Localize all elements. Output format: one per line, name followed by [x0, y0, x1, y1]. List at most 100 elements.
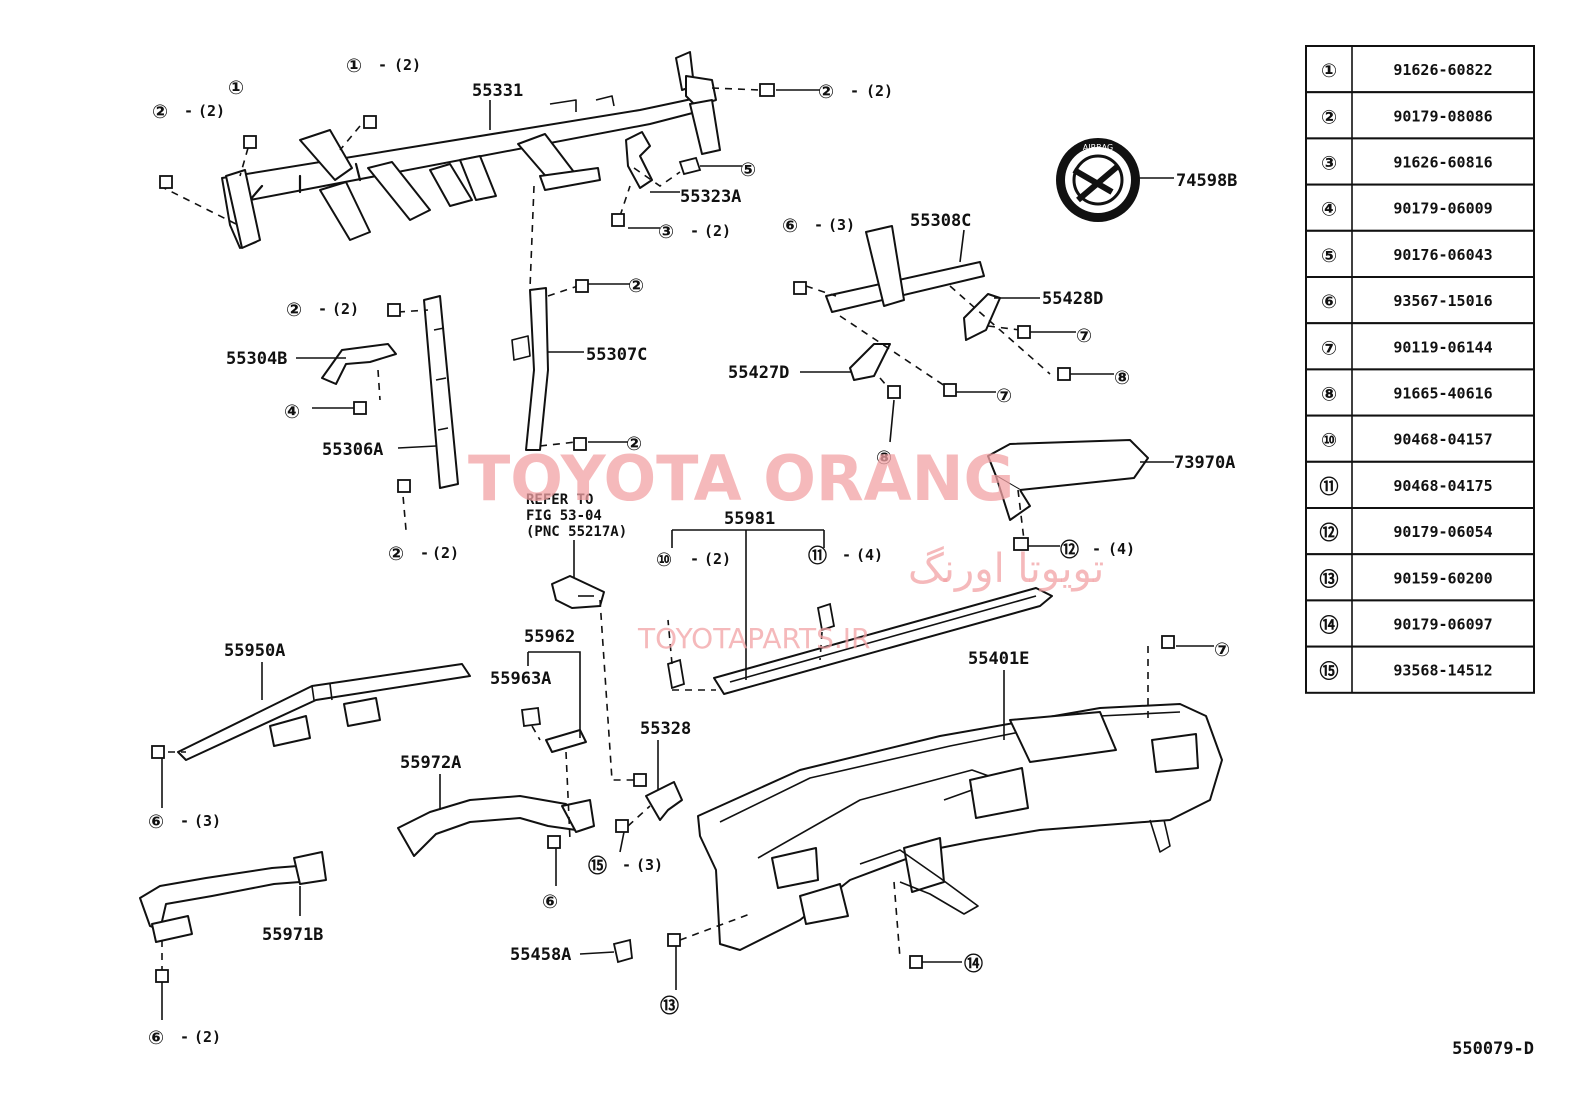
svg-text:⑭: ⑭: [964, 952, 983, 975]
duct-55971B[interactable]: [139, 851, 327, 943]
label-55981: 55981: [724, 509, 775, 529]
brace-55307C[interactable]: [511, 287, 549, 451]
label-55308C: 55308C: [910, 211, 971, 231]
bracket-55428D[interactable]: [963, 293, 1001, 341]
leader-lines: [161, 89, 1214, 1020]
legend-part-number: 90179-08086: [1393, 107, 1492, 125]
legend-cell: [1305, 322, 1535, 371]
svg-text:-: -: [690, 550, 699, 568]
svg-text:⑮: ⑮: [588, 854, 607, 877]
legend-key: ⑩: [1321, 430, 1337, 452]
svg-text:(2): (2): [704, 550, 731, 568]
brace-55306A[interactable]: [423, 295, 459, 489]
callout-7-b: ⑦: [996, 385, 1012, 407]
clip-55963A[interactable]: [520, 706, 542, 728]
label-55962: 55962: [524, 627, 575, 647]
reference-note: REFER TO FIG 53-04 (PNC 55217A): [526, 492, 627, 540]
callout-1: ①: [228, 77, 244, 99]
legend-key: ③: [1321, 153, 1337, 175]
callout-13: ⑬: [660, 994, 679, 1017]
brace-55308C[interactable]: [825, 225, 985, 313]
callout-2-qty2-right: ②-(2): [818, 81, 893, 103]
legend-row: ⑭ 90179-06097: [1305, 599, 1535, 648]
svg-text:-: -: [420, 544, 429, 562]
svg-text:⑤: ⑤: [740, 159, 756, 181]
label-55428D: 55428D: [1042, 289, 1103, 309]
legend-cell: [1305, 91, 1535, 140]
legend-part-number: 90176-06043: [1393, 246, 1492, 264]
svg-text:-: -: [1092, 540, 1101, 558]
legend-cell: [1305, 645, 1535, 694]
vent-55217A[interactable]: [551, 575, 605, 609]
callout-6-qty2: ⑥-(2): [148, 1027, 221, 1049]
callout-6-mid: ⑥: [542, 891, 558, 913]
svg-text:⑥: ⑥: [542, 891, 558, 913]
legend-cell: [1305, 137, 1535, 186]
svg-text:②: ②: [286, 299, 302, 321]
airbag-door-73970A[interactable]: [987, 439, 1149, 521]
legend-cell: [1305, 553, 1535, 602]
legend-key: ①: [1321, 60, 1337, 82]
svg-text:⑧: ⑧: [1114, 367, 1130, 389]
label-55972A: 55972A: [400, 753, 461, 773]
svg-text:(4): (4): [856, 546, 883, 564]
note-line-3: (PNC 55217A): [526, 524, 627, 540]
legend-cell: [1305, 183, 1535, 232]
legend-cell: [1305, 229, 1535, 279]
svg-text:-: -: [318, 300, 327, 318]
legend-part-number: 90468-04175: [1393, 477, 1492, 495]
svg-text:(3): (3): [636, 856, 663, 874]
bracket-55323A[interactable]: [625, 131, 702, 189]
legend-key: ⑭: [1319, 614, 1338, 637]
clip-55962[interactable]: [545, 729, 587, 753]
callout-11-qty4: ⑪-(4): [808, 544, 883, 567]
callout-7-c: ⑦: [1214, 639, 1230, 661]
callout-3-qty2: ③-(2): [658, 221, 731, 243]
legend-part-number: 91665-40616: [1393, 385, 1492, 403]
label-55306A: 55306A: [322, 440, 383, 460]
brace-55304B[interactable]: [321, 343, 397, 385]
duct-55972A[interactable]: [397, 795, 595, 857]
callout-4: ④: [284, 401, 300, 423]
note-line-1: REFER TO: [526, 492, 593, 508]
diagram-code: 550079-D: [1452, 1039, 1534, 1059]
svg-text:-: -: [622, 856, 631, 874]
molding-55981[interactable]: [666, 587, 1053, 695]
svg-text:②: ②: [388, 543, 404, 565]
svg-text:-: -: [184, 102, 193, 120]
legend-part-number: 90179-06097: [1393, 616, 1492, 634]
callout-14: ⑭: [964, 952, 983, 975]
bracket-55427D[interactable]: [849, 343, 891, 381]
svg-text:⑦: ⑦: [996, 385, 1012, 407]
watermark-site: TOYOTAPARTS.IR: [637, 622, 870, 655]
label-55950A: 55950A: [224, 641, 285, 661]
svg-text:-: -: [690, 222, 699, 240]
legend-row: ⑬ 90159-60200: [1305, 553, 1535, 602]
reinforcement-beam-55331[interactable]: [221, 51, 721, 249]
svg-text:(2): (2): [432, 544, 459, 562]
label-55307C: 55307C: [586, 345, 647, 365]
duct-55950A[interactable]: [177, 663, 471, 761]
svg-text:(2): (2): [704, 222, 731, 240]
legend-row: ⑪ 90468-04175: [1305, 460, 1535, 509]
legend-key: ⑬: [1319, 567, 1338, 590]
airbag-emblem-74598B[interactable]: AIRBAG: [1056, 138, 1140, 222]
part-labels: 55331 55323A 55304B 55306A 55307C 55308C…: [224, 81, 1237, 965]
legend-key: ⑪: [1319, 475, 1338, 498]
label-55458A: 55458A: [510, 945, 571, 965]
bracket-55328[interactable]: [645, 781, 683, 821]
fasteners: [151, 83, 1175, 983]
instrument-panel-55401E[interactable]: [697, 703, 1223, 951]
legend-part-number: 90179-06009: [1393, 200, 1492, 218]
callout-2-lower: ②: [626, 433, 642, 455]
svg-text:⑦: ⑦: [1214, 639, 1230, 661]
svg-text:-: -: [842, 546, 851, 564]
svg-text:③: ③: [658, 221, 674, 243]
legend-cell: [1305, 460, 1535, 509]
legend-part-number: 90159-60200: [1393, 569, 1492, 587]
